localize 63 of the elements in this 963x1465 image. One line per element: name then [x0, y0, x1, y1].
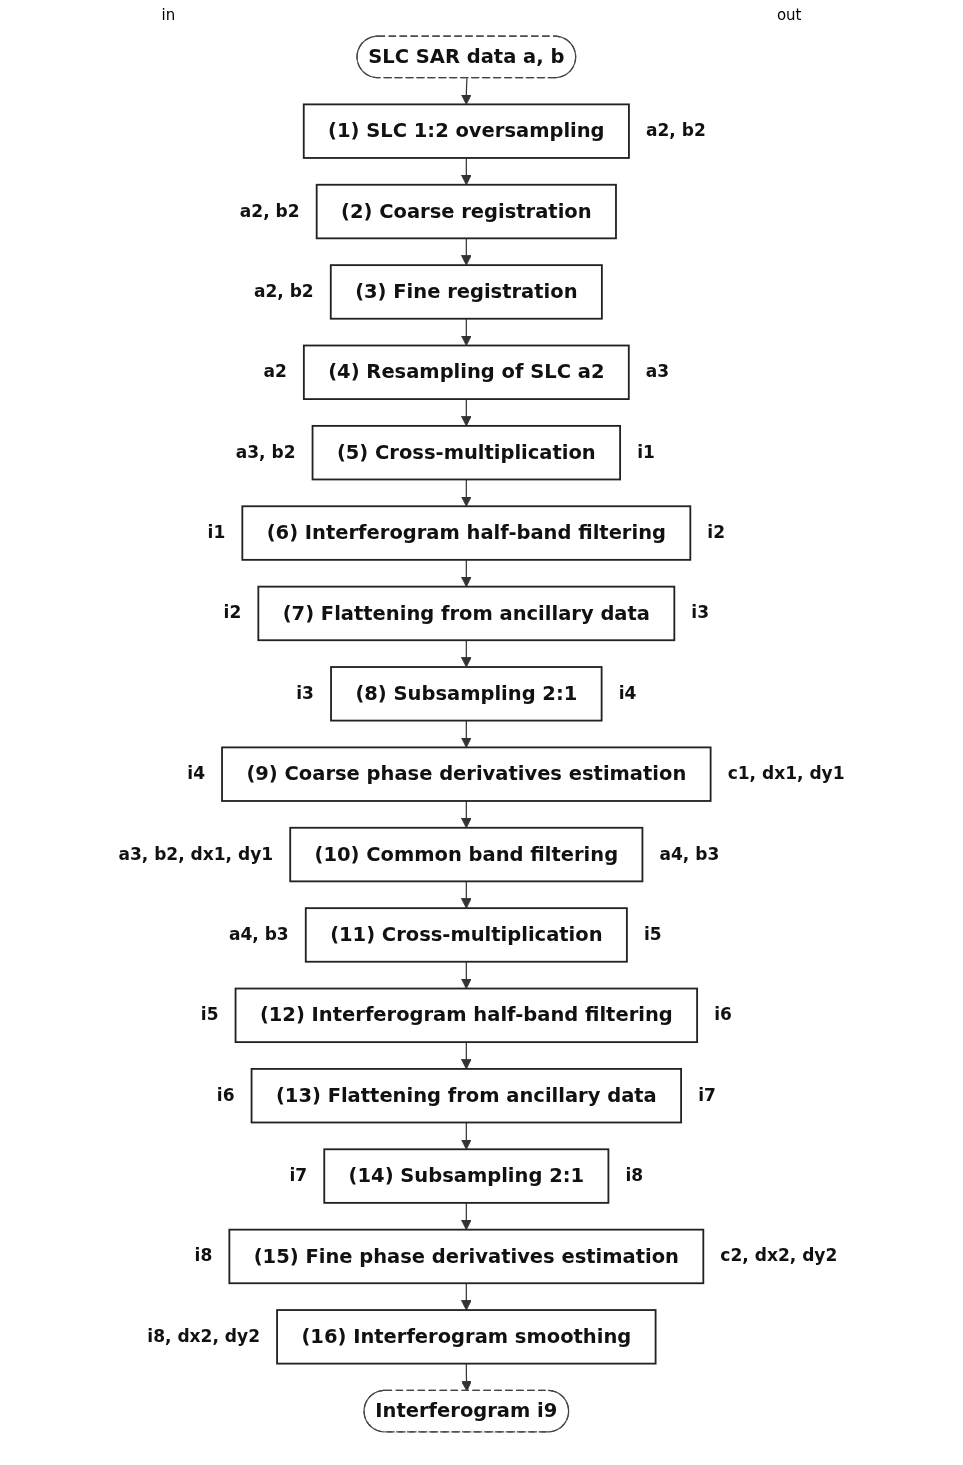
- arrow: [460, 237, 472, 266]
- output-data-label: i7: [698, 1084, 716, 1105]
- node-box: (15) Fine phase derivatives estimation: [228, 1228, 705, 1285]
- arrow: [460, 1202, 472, 1231]
- node-box: (13) Flattening from ancillary data: [250, 1068, 682, 1124]
- input-data-label: a2: [263, 361, 287, 382]
- arrow: [460, 800, 472, 829]
- arrow: [460, 77, 472, 105]
- output-data-label: c2, dx2, dy2: [720, 1245, 838, 1266]
- input-data-label: i5: [200, 1004, 219, 1025]
- input-data-label: a2, b2: [253, 280, 314, 301]
- input-data-label: i4: [187, 763, 205, 784]
- node-box: (12) Interferogram half-band filtering: [234, 987, 699, 1044]
- output-data-label: i3: [691, 602, 710, 623]
- arrow: [460, 398, 472, 427]
- output-data-label: i1: [637, 441, 655, 462]
- node-box: (6) Interferogram half-band filtering: [241, 505, 692, 561]
- input-data-label: i2: [223, 602, 242, 623]
- output-data-label: a3: [645, 361, 670, 382]
- output-data-label: a2, b2: [645, 120, 706, 141]
- input-data-label: i7: [289, 1165, 308, 1186]
- arrow: [460, 478, 472, 507]
- node-box: (11) Cross-multiplication: [304, 907, 628, 963]
- arrow: [460, 559, 472, 588]
- node-box: (16) Interferogram smoothing: [276, 1309, 657, 1365]
- node-box: (7) Flattening from ancillary data: [257, 585, 676, 642]
- arrow: [460, 880, 472, 909]
- arrow: [460, 1041, 472, 1070]
- input-data-label: i8: [194, 1245, 213, 1266]
- column-heading: in: [161, 6, 176, 24]
- arrow: [460, 961, 472, 989]
- arrow: [460, 720, 472, 748]
- node-box: (2) Coarse registration: [315, 183, 617, 240]
- input-data-label: a4, b3: [228, 923, 289, 944]
- column-heading: out: [776, 6, 802, 24]
- node-box: (14) Subsampling 2:1: [323, 1148, 610, 1204]
- input-data-label: i8, dx2, dy2: [147, 1325, 260, 1346]
- input-data-label: a3, b2: [235, 441, 296, 462]
- output-data-label: i5: [643, 923, 662, 944]
- input-data-label: a2, b2: [239, 200, 300, 221]
- node-box: (9) Coarse phase derivatives estimation: [221, 746, 712, 802]
- output-data-label: i8: [625, 1165, 644, 1186]
- node-box: (1) SLC 1:2 oversampling: [302, 103, 630, 159]
- output-data-label: c1, dx1, dy1: [727, 763, 845, 784]
- output-data-label: i2: [707, 522, 726, 543]
- arrow: [460, 318, 472, 346]
- input-data-label: i6: [216, 1084, 235, 1105]
- node-box: (10) Common band filtering: [289, 826, 644, 883]
- node-box: (8) Subsampling 2:1: [330, 666, 603, 722]
- node-box: (5) Cross-multiplication: [311, 424, 622, 481]
- input-data-label: i1: [207, 522, 226, 543]
- node-box: (4) Resampling of SLC a2: [302, 344, 630, 400]
- input-data-label: i3: [296, 682, 314, 703]
- output-data-label: i6: [714, 1004, 732, 1025]
- arrow: [460, 639, 472, 668]
- output-data-label: a4, b3: [659, 843, 720, 864]
- arrow: [460, 157, 472, 186]
- arrow: [460, 1121, 472, 1150]
- arrow: [460, 1282, 472, 1311]
- input-data-label: a3, b2, dx1, dy1: [118, 843, 274, 864]
- node-box: (3) Fine registration: [329, 264, 603, 320]
- arrow: [461, 1363, 472, 1392]
- output-data-label: i4: [618, 682, 637, 703]
